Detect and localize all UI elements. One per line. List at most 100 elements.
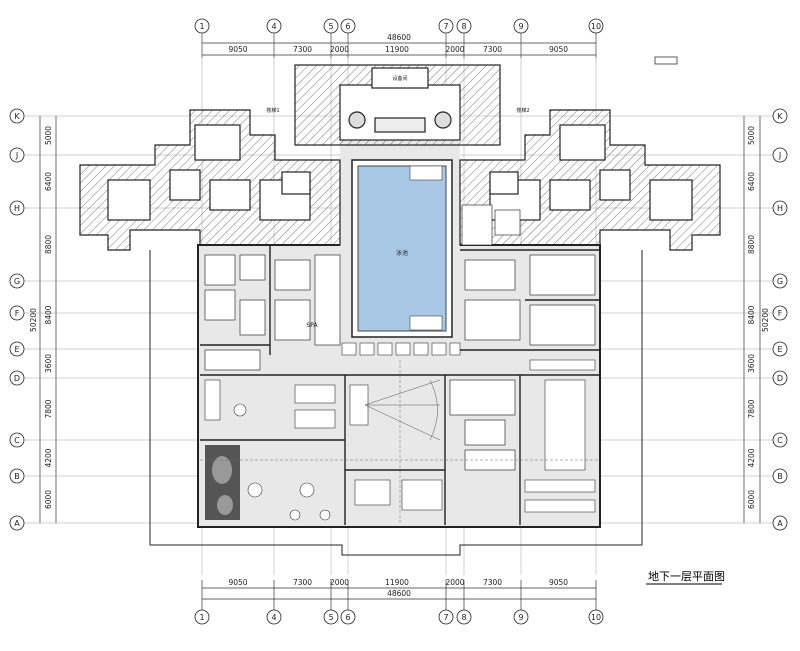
grid-bubble-left-C-text: C	[14, 436, 20, 445]
grid-bubble-right-C: C	[772, 432, 788, 448]
grid-bubble-right-B-text: B	[777, 472, 783, 481]
grid-bubble-bottom-4-text: 4	[271, 613, 276, 622]
grid-bubble-bottom-10: 10	[588, 609, 604, 625]
grid-bubble-bottom-1-text: 1	[199, 613, 204, 622]
bottom-dimension-lines	[201, 580, 597, 612]
grid-bubble-right-F: F	[772, 305, 788, 321]
bottom-segment-dim: 2000	[445, 578, 464, 587]
top-segment-dim: 11900	[385, 45, 409, 54]
top-segment-dim: 2000	[445, 45, 464, 54]
grid-bubble-right-H: H	[772, 200, 788, 216]
grid-bubble-right-A: A	[772, 515, 788, 531]
bottom-segment-dim: 2000	[330, 578, 349, 587]
grid-bubble-right-G-text: G	[777, 277, 783, 286]
grid-bubble-top-1: 1	[194, 18, 210, 34]
pool-loungers	[341, 342, 461, 356]
left-row-dim: 6000	[44, 490, 53, 509]
furniture	[204, 359, 596, 521]
top-segment-dim: 7300	[483, 45, 502, 54]
right-row-dim: 6000	[747, 490, 756, 509]
grid-bubble-right-D: D	[772, 370, 788, 386]
grid-bubble-top-10-text: 10	[591, 22, 601, 31]
grid-bubble-right-F-text: F	[778, 309, 783, 318]
right-row-dim: 3600	[747, 354, 756, 373]
stair-2-label: 楼梯2	[516, 107, 529, 114]
pool-label: 泳池	[396, 249, 408, 257]
grid-bubble-left-G: G	[9, 273, 25, 289]
grid-bubble-right-A-text: A	[777, 519, 783, 528]
grid-bubble-left-K-text: K	[14, 112, 20, 121]
bottom-segment-dim: 7300	[293, 578, 312, 587]
bottom-segment-dim: 11900	[385, 578, 409, 587]
grid-bubble-left-D-text: D	[14, 374, 20, 383]
site-boundary	[149, 250, 643, 556]
left-row-dim: 4200	[44, 448, 53, 467]
grid-bubble-top-9-text: 9	[518, 22, 523, 31]
right-row-dim: 4200	[747, 448, 756, 467]
overall-height-right: 50200	[761, 308, 770, 332]
grid-bubble-left-D: D	[9, 370, 25, 386]
right-row-dim: 7800	[747, 399, 756, 418]
grid-bubble-bottom-9-text: 9	[518, 613, 523, 622]
grid-bubble-left-G-text: G	[14, 277, 20, 286]
grid-bubble-top-6: 6	[340, 18, 356, 34]
grid-bubble-right-K-text: K	[777, 112, 783, 121]
equipment-room-label: 设备间	[392, 75, 407, 82]
overall-height-left: 50200	[29, 308, 38, 332]
landscape-panel	[205, 445, 240, 520]
grid-bubble-top-6-text: 6	[345, 22, 350, 31]
grid-bubble-top-1-text: 1	[199, 22, 204, 31]
grid-bubble-left-C: C	[9, 432, 25, 448]
grid-bubble-top-9: 9	[513, 18, 529, 34]
cinema-fan	[364, 379, 441, 441]
grid-bubble-left-A: A	[9, 515, 25, 531]
grid-bubble-bottom-10-text: 10	[591, 613, 601, 622]
grid-bubble-left-B-text: B	[14, 472, 20, 481]
grid-bubble-top-8: 8	[456, 18, 472, 34]
grid-bubble-right-B: B	[772, 468, 788, 484]
grid-bubble-bottom-7-text: 7	[443, 613, 448, 622]
spa-label: SPA	[306, 322, 318, 329]
grid-bubble-left-H-text: H	[14, 204, 20, 213]
grid-bubble-left-B: B	[9, 468, 25, 484]
right-row-dim: 6400	[747, 172, 756, 191]
grid-bubble-top-7: 7	[438, 18, 454, 34]
bottom-segment-dim: 9050	[549, 578, 568, 587]
grid-bubble-left-F-text: F	[15, 309, 20, 318]
pool	[351, 159, 453, 338]
top-segment-dim: 9050	[228, 45, 247, 54]
grid-bubble-top-5: 5	[323, 18, 339, 34]
dashed-axes	[200, 360, 600, 525]
left-row-dim: 8400	[44, 305, 53, 324]
overall-width-bottom: 48600	[387, 589, 411, 598]
upper-left-wing	[79, 109, 341, 251]
grid-bubble-left-H: H	[9, 200, 25, 216]
grid-bubble-right-J-text: J	[778, 151, 781, 160]
grid-bubble-right-D-text: D	[777, 374, 783, 383]
right-row-dim: 8400	[747, 305, 756, 324]
grid-bubble-left-J: J	[9, 147, 25, 163]
grid-bubble-bottom-6: 6	[340, 609, 356, 625]
left-row-dim: 8800	[44, 235, 53, 254]
left-rooms	[204, 254, 341, 371]
grid-bubble-left-J-text: J	[15, 151, 18, 160]
left-row-dim: 3600	[44, 354, 53, 373]
dimension-texts: 9050905073007300200020001190011900200020…	[29, 33, 770, 598]
legend-box	[654, 56, 678, 65]
central-top-block	[294, 64, 501, 146]
top-segment-dim: 9050	[549, 45, 568, 54]
grid-bubble-right-G: G	[772, 273, 788, 289]
grid-bubble-left-A-text: A	[14, 519, 20, 528]
grid-bubble-right-E: E	[772, 341, 788, 357]
side-dimension-lines	[39, 116, 761, 523]
grid-bubble-left-E-text: E	[14, 345, 19, 354]
grid-bubble-bottom-8-text: 8	[461, 613, 466, 622]
right-row-dim: 5000	[747, 126, 756, 145]
grid-bubble-right-J: J	[772, 147, 788, 163]
bottom-segment-dim: 7300	[483, 578, 502, 587]
left-row-dim: 6400	[44, 172, 53, 191]
grid-bubble-bottom-7: 7	[438, 609, 454, 625]
bottom-segment-dim: 9050	[228, 578, 247, 587]
